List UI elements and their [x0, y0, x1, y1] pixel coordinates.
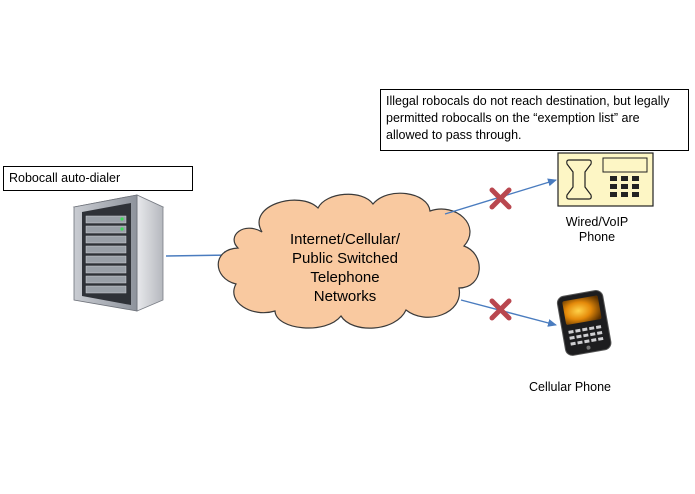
cell-phone-label: Cellular Phone: [520, 380, 620, 395]
network-label-line: Telephone: [310, 269, 380, 286]
block-x-icon-cell: [489, 298, 512, 321]
smartphone-icon: [556, 290, 612, 356]
network-label-line: Networks: [313, 288, 377, 305]
block-x-icon-wired: [489, 187, 512, 210]
wired-phone-label-line: Wired/VoIP: [565, 215, 629, 229]
server-tower-icon: [72, 194, 165, 312]
arrow-network-to-cell: [460, 299, 557, 327]
network-cloud-label: Internet/Cellular/ Public Switched Telep…: [250, 230, 440, 306]
network-label-line: Public Switched: [292, 250, 398, 267]
dialer-label: Robocall auto-dialer: [9, 171, 121, 185]
note-box: Illegal robocals do not reach destinatio…: [380, 89, 689, 151]
dialer-label-box: Robocall auto-dialer: [3, 166, 193, 191]
wired-phone-label-line: Phone: [578, 230, 616, 244]
note-text: Illegal robocals do not reach destinatio…: [386, 94, 670, 142]
network-label-line: Internet/Cellular/: [289, 231, 401, 248]
desk-phone-icon: [557, 152, 654, 207]
cell-phone-label-text: Cellular Phone: [529, 380, 611, 394]
wired-phone-label: Wired/VoIP Phone: [552, 215, 642, 245]
network-cloud: [217, 192, 480, 329]
